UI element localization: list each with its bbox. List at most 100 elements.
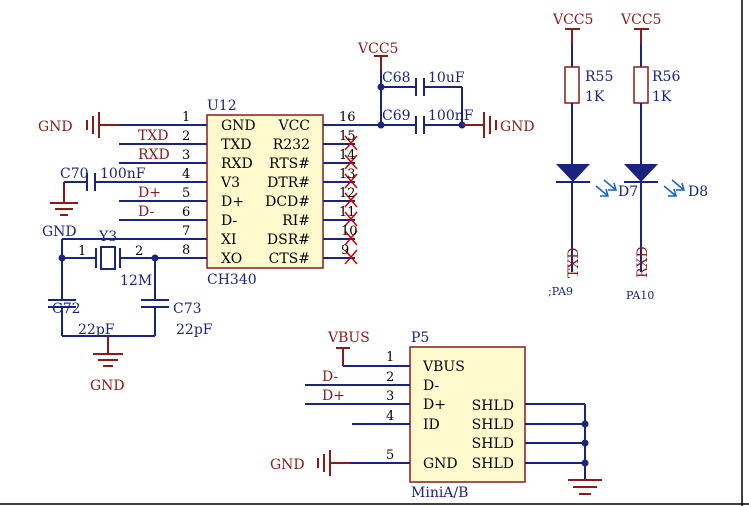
u12-pin-name: DCD#: [265, 194, 310, 210]
d7-ref: D7: [618, 184, 638, 200]
net-label-txd: TXD: [566, 247, 582, 278]
p5-pin-num: 5: [386, 448, 394, 463]
u12-pin-name: RXD: [221, 156, 253, 172]
net-label-dminus: D-: [322, 369, 338, 385]
gnd-label: GND: [42, 224, 77, 240]
gnd-symbol-pin1: GND: [38, 112, 119, 138]
p5-shld-name: SHLD: [472, 436, 514, 452]
c69-value: 100nF: [428, 108, 474, 124]
p5-pin-name: GND: [423, 456, 458, 472]
net-label-rxd: RXD: [138, 147, 170, 163]
u12-pin-name: GND: [221, 118, 256, 134]
c73-ref: C73: [173, 301, 202, 317]
u12-body: [206, 114, 324, 269]
y3-ref: Y3: [98, 229, 117, 245]
net-label-rxd: RXD: [635, 246, 651, 278]
u12-pin-name: RI#: [282, 213, 310, 229]
u12-pin-num: 9: [341, 243, 349, 258]
p5-ref: P5: [411, 330, 429, 346]
c72-ref: C72: [52, 301, 81, 317]
y3-value: 12M: [120, 273, 152, 289]
gnd-label: GND: [500, 119, 535, 135]
c68-ref: C68: [382, 70, 411, 86]
crystal-circuit: Y3 12M 1 2 C72 22pF C73 22pF GND: [48, 229, 213, 394]
u12-ref: U12: [207, 98, 237, 114]
r55-value: 1K: [585, 89, 605, 105]
u12-pin-num: 6: [182, 205, 190, 220]
c69-ref: C69: [382, 108, 411, 124]
vcc5-label: VCC5: [552, 12, 593, 28]
p5-mini-usb: P5 MiniA/B VBUS D- D+ 1 2 3 4 5 VBUS D- …: [270, 330, 602, 501]
u12-pin-name: XO: [221, 251, 242, 267]
u12-pin-num: 10: [341, 224, 358, 239]
y3-pin2: 2: [135, 244, 143, 259]
r56-value: 1K: [652, 89, 672, 105]
p5-pin-name: ID: [423, 417, 440, 433]
u12-pin-num: 11: [339, 205, 356, 220]
u12-pin-num: 8: [182, 243, 190, 258]
p5-pin-name: VBUS: [422, 359, 465, 375]
gnd-label: GND: [270, 457, 305, 473]
u12-pin-name: D+: [221, 194, 244, 210]
u12-pin-name: XI: [221, 232, 237, 248]
u12-pin-num: 2: [182, 129, 190, 144]
p5-pin-num: 2: [386, 370, 394, 385]
led-circuit-txd: VCC5 R55 1K D7 TXD ;PA9: [548, 12, 638, 298]
u12-pin-name: D-: [221, 213, 237, 229]
p5-pin-name: D-: [423, 378, 439, 394]
p5-shld-name: SHLD: [472, 398, 514, 414]
u12-pin-num: 12: [339, 186, 356, 201]
u12-pin-num: 3: [182, 148, 190, 163]
c73-value: 22pF: [176, 322, 213, 338]
c72-value: 22pF: [78, 322, 115, 338]
u12-pin-name: V3: [220, 175, 240, 191]
u12-pin-num: 7: [182, 224, 190, 239]
c70-value: 100nF: [100, 166, 146, 182]
u12-pin-num: 16: [339, 110, 356, 125]
port-label-pa9: ;PA9: [548, 285, 573, 298]
led-circuit-rxd: VCC5 R56 1K D8 RXD PA10: [620, 12, 708, 302]
u12-pin-num: 15: [339, 129, 356, 144]
p5-pin-num: 1: [386, 350, 394, 365]
r56-ref: R56: [652, 69, 680, 85]
r55-ref: R55: [585, 69, 613, 85]
gnd-label: GND: [90, 378, 125, 394]
u12-pin-name: RTS#: [269, 156, 310, 172]
c68-value: 10uF: [428, 70, 465, 86]
port-label-pa10: PA10: [626, 289, 654, 302]
no-connect-marks: [344, 135, 358, 265]
net-label-dminus: D-: [138, 204, 154, 220]
vcc-decoupling: VCC5 C68 10uF C69 100nF GND: [357, 41, 535, 138]
p5-pin-num: 4: [386, 409, 394, 424]
y3-pin1: 1: [78, 244, 86, 259]
net-label-dplus: D+: [138, 185, 161, 201]
net-label-txd: TXD: [138, 128, 169, 144]
u12-pin-name: R232: [273, 137, 310, 153]
p5-pin-name: D+: [423, 397, 446, 413]
c70-ref: C70: [60, 166, 89, 182]
d8-ref: D8: [688, 184, 708, 200]
u12-ch340: U12 CH340 1 2 3 4 5 6 7 8 GND TXD RXD V3…: [119, 98, 381, 288]
u12-part: CH340: [207, 272, 257, 288]
vcc5-label: VCC5: [620, 12, 661, 28]
u12-pin-num: 14: [339, 148, 356, 163]
gnd-label: GND: [38, 119, 73, 135]
u12-pin-name: CTS#: [269, 251, 310, 267]
u12-pin-name: DTR#: [267, 175, 310, 191]
u12-pin-name: TXD: [221, 137, 252, 153]
net-label-dplus: D+: [322, 388, 345, 404]
c70-v3-cap: C70 100nF GND: [42, 166, 146, 240]
u12-pin-num: 1: [182, 110, 190, 125]
p5-shld-name: SHLD: [472, 417, 514, 433]
u12-pin-name: VCC: [277, 118, 310, 134]
p5-body: [409, 346, 526, 483]
u12-pin-num: 5: [182, 186, 190, 201]
vbus-label: VBUS: [327, 330, 370, 346]
p5-pin-num: 3: [386, 389, 394, 404]
u12-pin-num: 13: [339, 167, 356, 182]
p5-shld-name: SHLD: [472, 456, 514, 472]
u12-pin-num: 4: [182, 167, 190, 182]
p5-part: MiniA/B: [411, 485, 468, 501]
vcc5-label: VCC5: [357, 41, 398, 57]
